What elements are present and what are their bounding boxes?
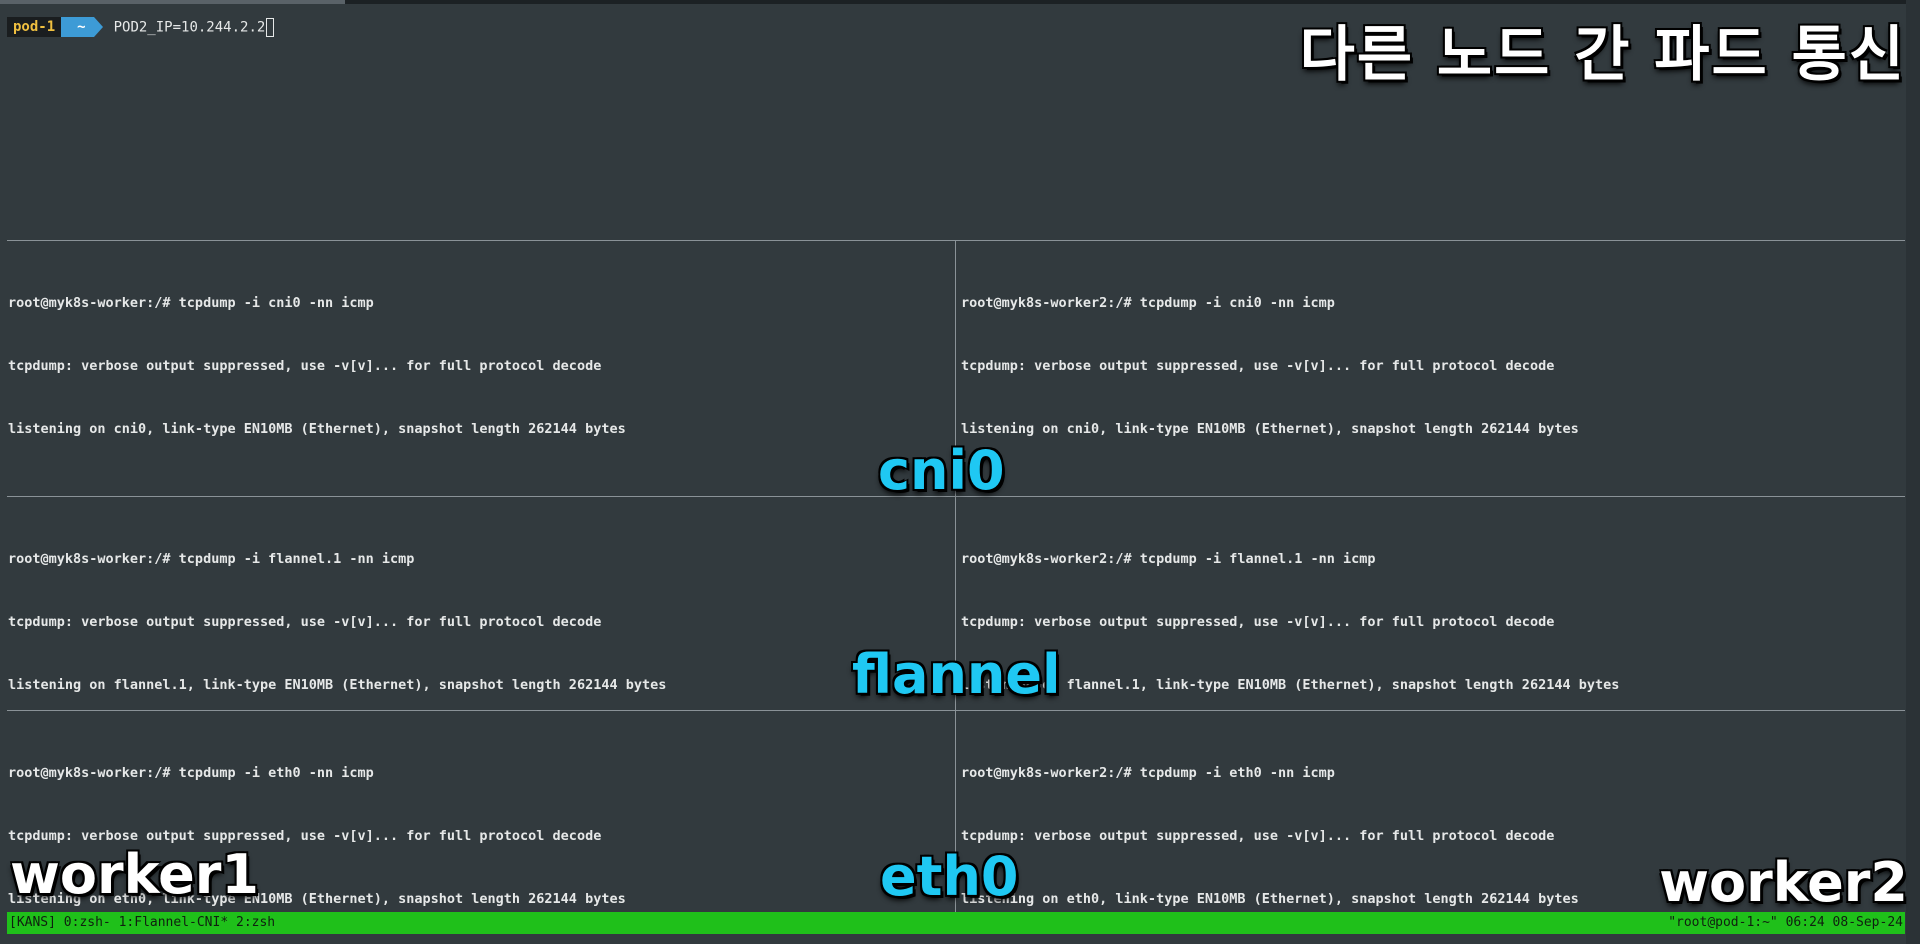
pane-flannel-worker2[interactable]: root@myk8s-worker2:/# tcpdump -i flannel… bbox=[961, 507, 1619, 738]
terminal-line: tcpdump: verbose output suppressed, use … bbox=[8, 828, 602, 844]
terminal-line: tcpdump: verbose output suppressed, use … bbox=[8, 358, 602, 374]
top-border bbox=[0, 0, 1920, 4]
terminal-line: root@myk8s-worker2:/# tcpdump -i cni0 -n… bbox=[961, 295, 1335, 311]
terminal-line: listening on cni0, link-type EN10MB (Eth… bbox=[961, 421, 1579, 437]
pane-eth0-worker2[interactable]: root@myk8s-worker2:/# tcpdump -i eth0 -n… bbox=[961, 721, 1579, 944]
window-tab-1[interactable]: 1:Flannel-CNI* bbox=[118, 915, 229, 930]
terminal-line: tcpdump: verbose output suppressed, use … bbox=[961, 358, 1555, 374]
command-input[interactable]: POD2_IP=10.244.2.2 bbox=[113, 17, 275, 37]
pane-eth0-worker1[interactable]: root@myk8s-worker:/# tcpdump -i eth0 -nn… bbox=[8, 721, 626, 944]
prompt-host-segment: pod-1 bbox=[7, 17, 71, 37]
pane-divider-vertical bbox=[955, 241, 956, 912]
terminal-line: root@myk8s-worker:/# tcpdump -i eth0 -nn… bbox=[8, 765, 374, 781]
pane-cni0-worker2[interactable]: root@myk8s-worker2:/# tcpdump -i cni0 -n… bbox=[961, 251, 1579, 482]
status-left: [KANS] 0:zsh- 1:Flannel-CNI* 2:zsh bbox=[9, 912, 275, 934]
tmux-status-bar: [KANS] 0:zsh- 1:Flannel-CNI* 2:zsh "root… bbox=[7, 912, 1905, 934]
window-edge bbox=[1906, 0, 1920, 944]
pane-divider-middle bbox=[7, 496, 1905, 497]
terminal-line: root@myk8s-worker:/# tcpdump -i flannel.… bbox=[8, 551, 415, 567]
window-tab-0[interactable]: 0:zsh- bbox=[63, 915, 111, 930]
terminal-line: listening on flannel.1, link-type EN10MB… bbox=[8, 677, 667, 693]
prompt-dir-segment: ~ bbox=[61, 17, 104, 37]
status-right: "root@pod-1:~" 06:24 08-Sep-24 bbox=[1668, 915, 1903, 930]
text-cursor bbox=[266, 17, 275, 37]
terminal-line: root@myk8s-worker:/# tcpdump -i cni0 -nn… bbox=[8, 295, 374, 311]
overlay-label-flannel: flannel bbox=[852, 643, 1061, 706]
terminal-line: root@myk8s-worker2:/# tcpdump -i flannel… bbox=[961, 551, 1376, 567]
pane-divider-bottom bbox=[7, 710, 1905, 711]
session-name: [KANS] bbox=[9, 915, 56, 930]
terminal-line: listening on flannel.1, link-type EN10MB… bbox=[961, 677, 1620, 693]
overlay-label-worker2: worker2 bbox=[1659, 851, 1908, 914]
terminal-line: tcpdump: verbose output suppressed, use … bbox=[961, 828, 1555, 844]
pane-cni0-worker1[interactable]: root@myk8s-worker:/# tcpdump -i cni0 -nn… bbox=[8, 251, 626, 482]
pane-divider-top bbox=[7, 240, 1905, 241]
terminal-line: root@myk8s-worker2:/# tcpdump -i eth0 -n… bbox=[961, 765, 1335, 781]
terminal-line: listening on eth0, link-type EN10MB (Eth… bbox=[961, 891, 1579, 907]
overlay-label-worker1: worker1 bbox=[10, 843, 259, 906]
overlay-label-cni0: cni0 bbox=[878, 439, 1005, 502]
command-text: POD2_IP=10.244.2.2 bbox=[113, 19, 266, 35]
terminal-line: listening on cni0, link-type EN10MB (Eth… bbox=[8, 421, 626, 437]
shell-prompt[interactable]: pod-1 ~ POD2_IP=10.244.2.2 bbox=[7, 17, 275, 37]
pane-flannel-worker1[interactable]: root@myk8s-worker:/# tcpdump -i flannel.… bbox=[8, 507, 666, 738]
window-tab-2[interactable]: 2:zsh bbox=[236, 915, 276, 930]
overlay-title: 다른 노드 간 파드 통신 bbox=[1299, 20, 1906, 90]
terminal-line: tcpdump: verbose output suppressed, use … bbox=[8, 614, 602, 630]
terminal-line: tcpdump: verbose output suppressed, use … bbox=[961, 614, 1555, 630]
terminal-line: listening on eth0, link-type EN10MB (Eth… bbox=[8, 891, 626, 907]
overlay-label-eth0: eth0 bbox=[880, 845, 1019, 908]
